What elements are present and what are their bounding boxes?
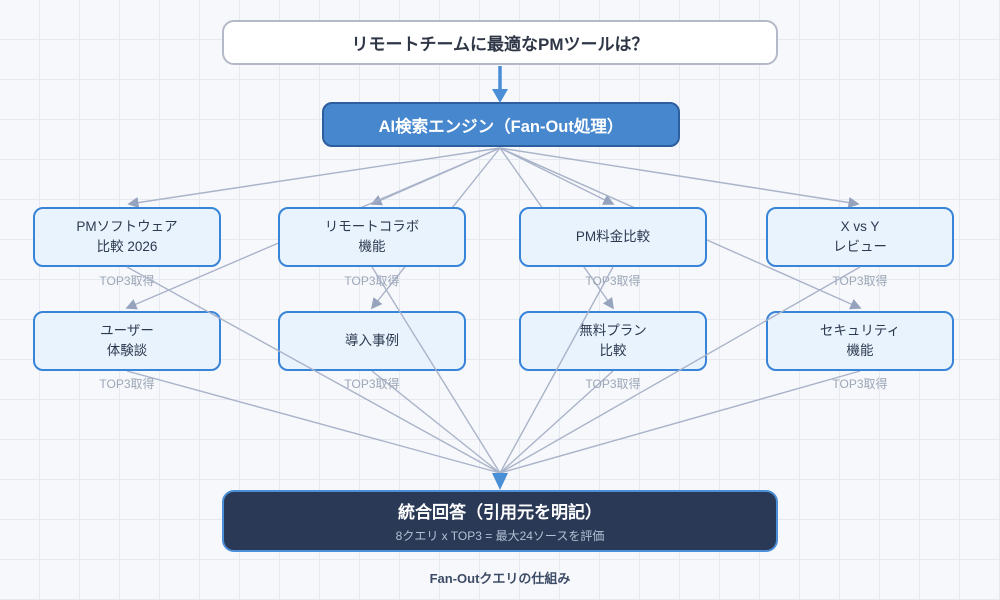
top3-note: TOP3取得 <box>832 274 888 288</box>
question-to-engine-arrow <box>492 66 508 103</box>
question-label: リモートチームに最適なPMツールは？ <box>351 35 649 54</box>
query-label-line: 無料プラン <box>579 323 647 339</box>
converge-arrowhead <box>492 473 508 490</box>
converge-edges-row1 <box>126 266 861 474</box>
query-node-free-plans: 無料プラン 比較 <box>519 311 707 371</box>
top3-note: TOP3取得 <box>832 377 888 391</box>
query-node-pricing: PM料金比較 <box>519 207 707 267</box>
top3-note: TOP3取得 <box>344 274 400 288</box>
query-label-line: ユーザー <box>100 323 154 339</box>
query-label-line: レビュー <box>833 239 887 254</box>
query-label-line: セキュリティ <box>819 323 901 339</box>
query-label-line: リモートコラボ <box>324 219 420 235</box>
question-node: リモートチームに最適なPMツールは？ <box>222 20 778 65</box>
ai-engine-node: AI検索エンジン（Fan-Out処理） <box>322 102 680 147</box>
query-label-line: 比較 <box>599 343 627 358</box>
converge-edges-row2 <box>126 370 861 474</box>
top3-note: TOP3取得 <box>585 377 641 391</box>
result-title: 統合回答（引用元を明記） <box>398 503 602 522</box>
top3-note: TOP3取得 <box>99 377 155 391</box>
top3-note: TOP3取得 <box>99 274 155 288</box>
query-node-security: セキュリティ 機能 <box>766 311 954 371</box>
query-node-remote-collab: リモートコラボ 機能 <box>278 207 466 267</box>
ai-engine-label: AI検索エンジン（Fan-Out処理） <box>378 117 624 136</box>
query-label-line: 導入事例 <box>345 333 399 349</box>
query-label-line: 機能 <box>846 343 874 358</box>
fanout-edges <box>125 147 862 310</box>
query-node-case-studies: 導入事例 <box>278 311 466 371</box>
top3-note: TOP3取得 <box>585 274 641 288</box>
result-subtitle: 8クエリ x TOP3 = 最大24ソースを評価 <box>395 529 605 543</box>
result-node: 統合回答（引用元を明記） 8クエリ x TOP3 = 最大24ソースを評価 <box>222 490 778 552</box>
diagram-caption: Fan-Outクエリの仕組み <box>429 570 571 586</box>
query-node-user-reviews: ユーザー 体験談 <box>33 311 221 371</box>
query-label-line: 比較 2026 <box>96 239 158 254</box>
query-label-line: X vs Y <box>840 219 880 235</box>
query-label-line: 体験談 <box>106 343 148 358</box>
top3-note: TOP3取得 <box>344 377 400 391</box>
query-label-line: PMソフトウェア <box>76 219 178 235</box>
query-node-pm-software: PMソフトウェア 比較 2026 <box>33 207 221 267</box>
query-label-line: 機能 <box>358 239 386 254</box>
query-label-line: PM料金比較 <box>575 229 651 245</box>
query-node-x-vs-y: X vs Y レビュー <box>766 207 954 267</box>
